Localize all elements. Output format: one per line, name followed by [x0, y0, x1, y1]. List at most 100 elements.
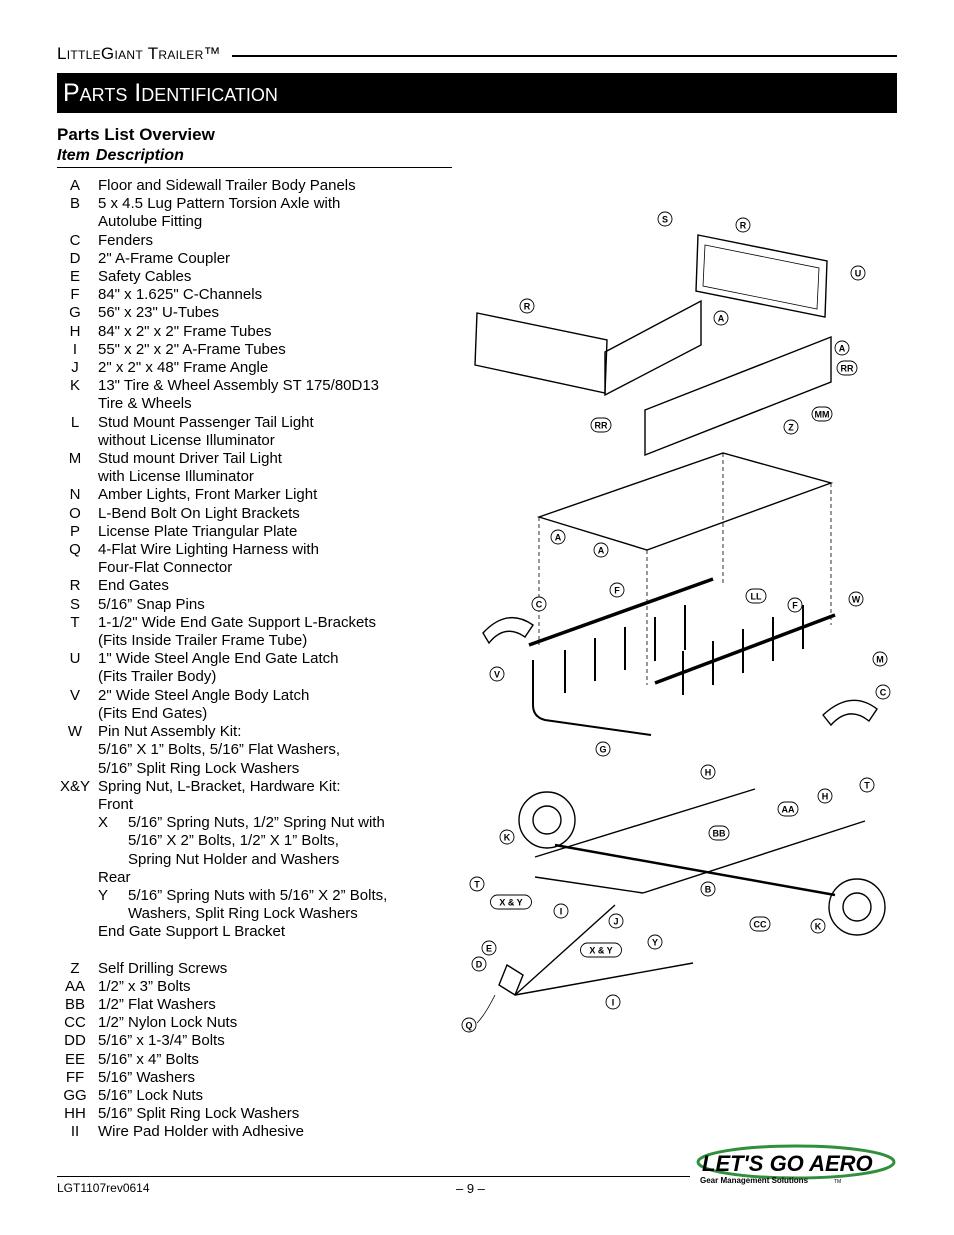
diagram-label-text: I [560, 907, 563, 917]
page-number: – 9 – [456, 1181, 485, 1196]
sidewall-left [604, 299, 702, 397]
doc-id: LGT1107rev0614 [57, 1181, 150, 1195]
diagram-label: F [609, 582, 625, 598]
part-desc: Floor and Sidewall Trailer Body Panels [98, 177, 452, 195]
diagram-label: D [471, 956, 487, 972]
part-desc-line: with License Illuminator [98, 468, 254, 486]
header-rule [232, 55, 897, 57]
column-rule [57, 167, 452, 168]
part-desc: Fenders [98, 232, 452, 250]
diagram-label: W [848, 591, 864, 607]
part-desc-line: 56" x 23" U-Tubes [98, 304, 219, 322]
diagram-label-text: A [555, 533, 562, 543]
part-desc-line: Four-Flat Connector [98, 559, 233, 577]
harness [476, 994, 496, 1024]
frame-tube-left [534, 788, 756, 858]
part-desc-line: 5/16” Split Ring Lock Washers [98, 759, 300, 777]
diagram-label: Y [647, 934, 663, 950]
diagram-label-text: T [474, 880, 480, 890]
part-code: Q [69, 541, 81, 559]
diagram-label: MM [811, 406, 833, 422]
diagram-label-text: S [662, 215, 668, 225]
rear-label: Rear [98, 868, 131, 886]
coupler [498, 963, 524, 997]
x-row: X 5/16” Spring Nuts, 1/2” Spring Nut wit… [52, 814, 452, 869]
part-code: R [69, 577, 81, 595]
diagram-label-text: T [864, 781, 870, 791]
part-desc: 2" x 2" x 48" Frame Angle [98, 359, 452, 377]
part-desc: Pin Nut Assembly Kit:5/16” X 1” Bolts, 5… [98, 723, 452, 778]
diagram-label: X & Y [490, 894, 532, 910]
hardware-code: DD [64, 1032, 86, 1050]
part-desc-line: Fenders [98, 231, 154, 249]
hardware-desc: 5/16” Split Ring Lock Washers [98, 1105, 300, 1123]
diagram-label: M [872, 651, 888, 667]
y-line: 5/16” Spring Nuts with 5/16” X 2” Bolts, [128, 886, 388, 904]
diagram-label-text: G [599, 745, 606, 755]
diagram-label: AA [777, 801, 799, 817]
c-channel-right [654, 613, 836, 685]
x-line: 5/16” Spring Nuts, 1/2” Spring Nut with [128, 814, 385, 832]
sidewall-right [644, 335, 832, 457]
part-code: C [69, 231, 81, 249]
part-code: J [71, 359, 79, 377]
part-desc-line: Safety Cables [98, 268, 192, 286]
floor-panel [536, 452, 834, 551]
diagram-label: RR [836, 360, 858, 376]
diagram-label: X & Y [580, 942, 622, 958]
u-tubes [532, 605, 804, 736]
part-desc-line: 5 x 4.5 Lug Pattern Torsion Axle with [98, 195, 341, 213]
diagram-label-text: C [536, 600, 543, 610]
part-desc-line: 2" A-Frame Coupler [98, 249, 231, 267]
hardware-code: HH [64, 1105, 86, 1123]
part-code: V [69, 686, 80, 704]
part-desc: L-Bend Bolt On Light Brackets [98, 505, 452, 523]
diagram-label-text: E [486, 944, 492, 954]
svg-text:Gear Management Solutions: Gear Management Solutions [700, 1176, 809, 1185]
part-row: C Fenders [52, 232, 452, 250]
part-desc-line: (Fits End Gates) [98, 704, 208, 722]
diagram-label-text: B [705, 885, 712, 895]
diagram-label: C [531, 596, 547, 612]
part-code: U [69, 650, 81, 668]
hardware-desc: Wire Pad Holder with Adhesive [98, 1123, 304, 1141]
diagram-label: A [593, 542, 609, 558]
part-desc: End Gates [98, 577, 452, 595]
diagram-label-text: BB [713, 829, 726, 839]
diagram-label-text: A [598, 546, 605, 556]
x-code: X [98, 814, 109, 832]
part-code: M [68, 450, 82, 468]
part-row: J 2" x 2" x 48" Frame Angle [52, 359, 452, 377]
diagram-label-text: J [613, 917, 618, 927]
end-gate-front [474, 312, 608, 394]
hardware-code: GG [63, 1086, 87, 1104]
diagram-label: Z [783, 419, 799, 435]
page-title: Parts Identification [63, 79, 278, 107]
alignment-lines [538, 453, 832, 685]
